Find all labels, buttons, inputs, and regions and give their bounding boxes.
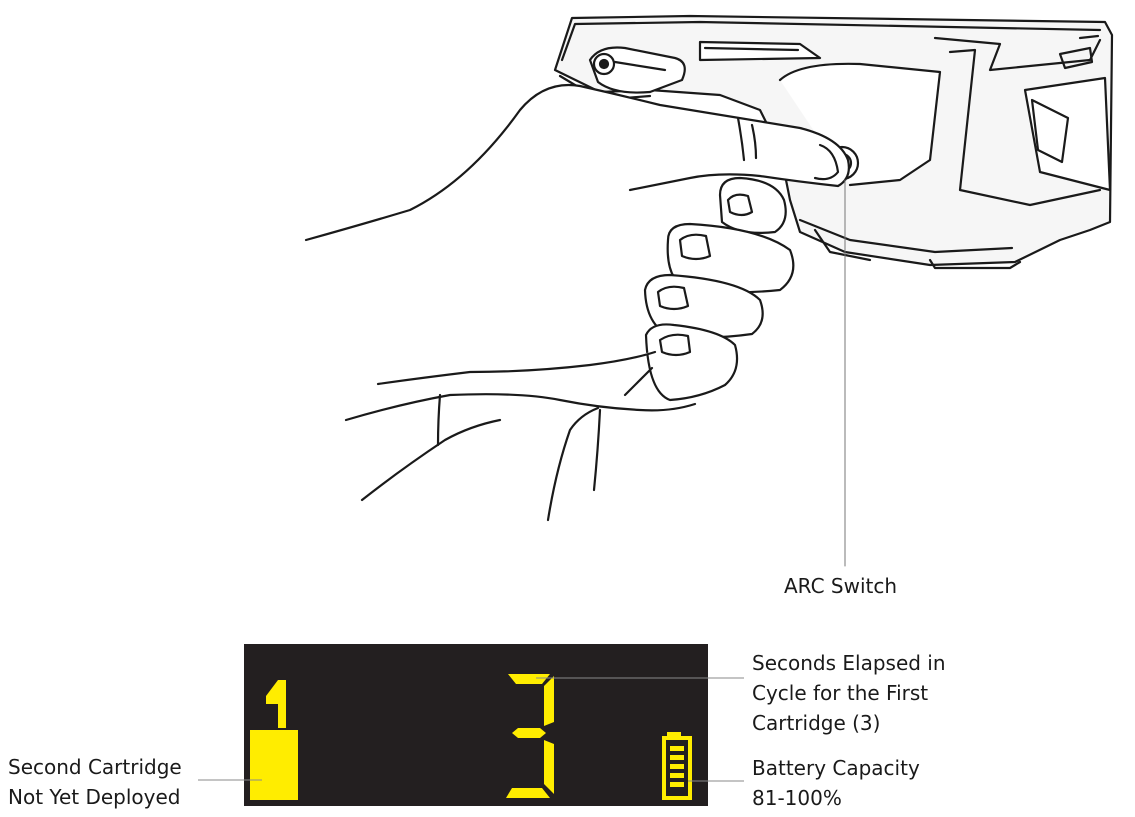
hand [304, 84, 850, 522]
second-cartridge-line-1: Second Cartridge [8, 755, 182, 779]
battery-capacity-label: Battery Capacity 81-100% [752, 753, 920, 813]
second-cartridge-label: Second Cartridge Not Yet Deployed [8, 752, 182, 812]
seconds-elapsed-line-2: Cycle for the First [752, 681, 929, 705]
seconds-digit-display [506, 674, 554, 798]
battery-capacity-line-2: 81-100% [752, 786, 842, 810]
arc-switch-text: ARC Switch [784, 574, 898, 598]
seconds-elapsed-line-1: Seconds Elapsed in [752, 651, 946, 675]
second-cartridge-bay [250, 730, 298, 800]
battery-icon [662, 732, 692, 800]
lcd-display [244, 644, 708, 806]
arc-switch-label: ARC Switch [784, 571, 897, 601]
device-body [553, 14, 1114, 270]
seconds-elapsed-label: Seconds Elapsed in Cycle for the First C… [752, 648, 946, 738]
cartridge-one-indicator [250, 680, 298, 800]
battery-capacity-line-1: Battery Capacity [752, 756, 920, 780]
seconds-elapsed-line-3: Cartridge (3) [752, 711, 881, 735]
second-cartridge-line-2: Not Yet Deployed [8, 785, 181, 809]
